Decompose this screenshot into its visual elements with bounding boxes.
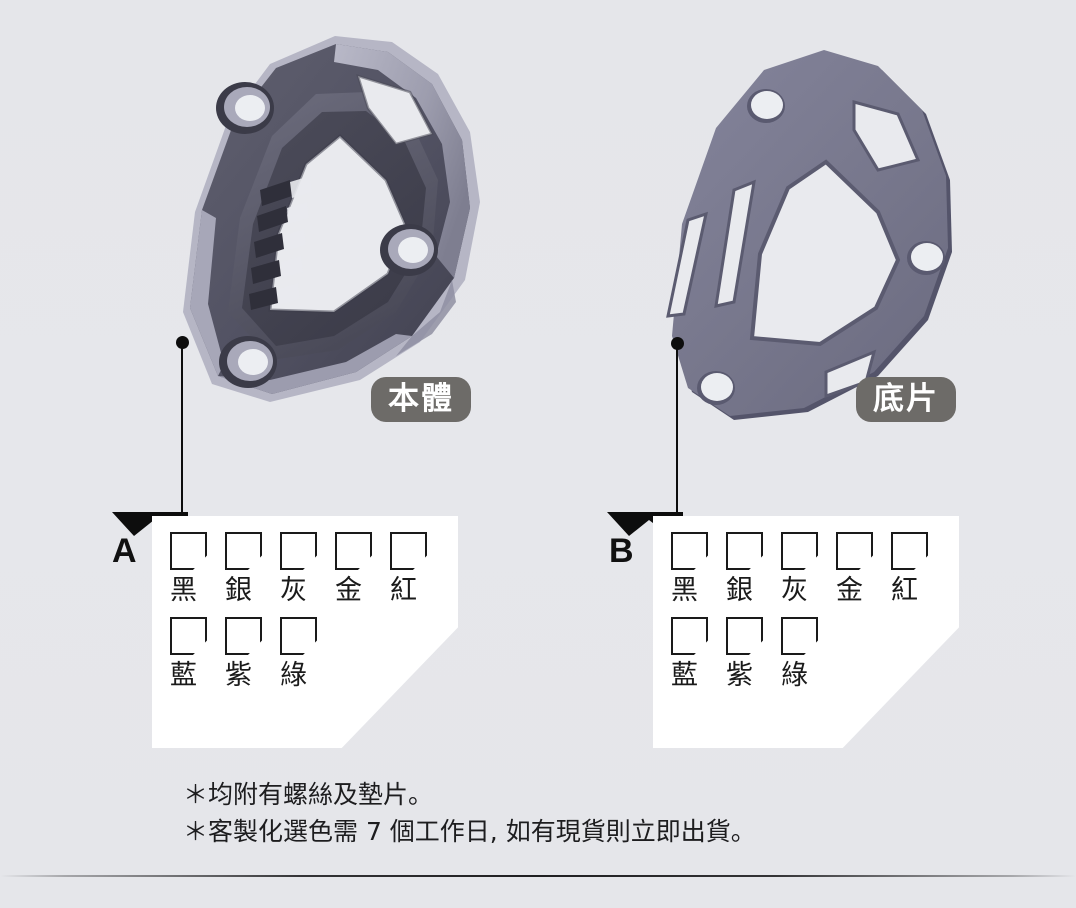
- color-label-red: 紅: [390, 575, 417, 606]
- color-label-red: 紅: [891, 575, 918, 606]
- color-label-purple: 紫: [726, 660, 753, 691]
- color-option-purple[interactable]: 紫: [225, 617, 266, 689]
- checkbox-green[interactable]: [781, 617, 818, 655]
- color-option-panel-b: 黑 銀 灰 金 紅 藍: [653, 516, 959, 748]
- color-label-gray: 灰: [280, 575, 307, 606]
- part-badge-main-body: 本體: [371, 377, 471, 422]
- bolt-hole-right: [380, 224, 438, 276]
- checkbox-gold[interactable]: [335, 532, 372, 570]
- checkbox-green[interactable]: [280, 617, 317, 655]
- checkbox-purple[interactable]: [726, 617, 763, 655]
- checkbox-gold[interactable]: [836, 532, 873, 570]
- color-label-purple: 紫: [225, 660, 252, 691]
- color-label-silver: 銀: [726, 575, 753, 606]
- plate-hole-top: [747, 89, 785, 123]
- color-option-row-2: 藍 紫 綠: [671, 617, 959, 689]
- color-option-green[interactable]: 綠: [781, 617, 822, 689]
- group-letter-a: A: [112, 532, 137, 570]
- color-option-row-2: 藍 紫 綠: [170, 617, 458, 689]
- product-image-base-plate: [630, 40, 990, 440]
- color-label-blue: 藍: [170, 660, 197, 691]
- bolt-hole-top-left: [216, 82, 274, 134]
- color-option-black[interactable]: 黑: [170, 532, 211, 604]
- color-option-red[interactable]: 紅: [390, 532, 431, 604]
- color-label-gold: 金: [836, 575, 863, 606]
- color-label-black: 黑: [170, 575, 197, 606]
- color-label-black: 黑: [671, 575, 698, 606]
- callout-line-b: [676, 343, 678, 518]
- checkbox-black[interactable]: [671, 532, 708, 570]
- color-option-red[interactable]: 紅: [891, 532, 932, 604]
- footnote-block: ＊均附有螺絲及墊片。 ＊客製化選色需 7 個工作日, 如有現貨則立即出貨。: [183, 776, 983, 850]
- bolt-hole-bottom-left: [219, 336, 277, 388]
- checkbox-purple[interactable]: [225, 617, 262, 655]
- color-option-panel-a: 黑 銀 灰 金 紅 藍: [152, 516, 458, 748]
- color-label-green: 綠: [280, 660, 307, 691]
- part-badge-base-plate: 底片: [856, 377, 956, 422]
- color-option-row-1: 黑 銀 灰 金 紅: [170, 532, 458, 604]
- color-option-gold[interactable]: 金: [836, 532, 877, 604]
- color-option-blue[interactable]: 藍: [671, 617, 712, 689]
- color-option-gray[interactable]: 灰: [781, 532, 822, 604]
- color-option-row-1: 黑 銀 灰 金 紅: [671, 532, 959, 604]
- color-option-gray[interactable]: 灰: [280, 532, 321, 604]
- footnote-screws-included: ＊均附有螺絲及墊片。: [183, 780, 434, 809]
- footnote-custom-color-leadtime: ＊客製化選色需 7 個工作日, 如有現貨則立即出貨。: [183, 817, 756, 846]
- callout-line-a: [181, 342, 183, 518]
- checkbox-red[interactable]: [891, 532, 928, 570]
- checkbox-black[interactable]: [170, 532, 207, 570]
- checkbox-blue[interactable]: [170, 617, 207, 655]
- color-option-silver[interactable]: 銀: [225, 532, 266, 604]
- color-option-black[interactable]: 黑: [671, 532, 712, 604]
- checkbox-red[interactable]: [390, 532, 427, 570]
- color-option-purple[interactable]: 紫: [726, 617, 767, 689]
- checkbox-silver[interactable]: [225, 532, 262, 570]
- checkbox-gray[interactable]: [280, 532, 317, 570]
- plate-hole-right: [907, 241, 945, 275]
- color-option-gold[interactable]: 金: [335, 532, 376, 604]
- color-label-green: 綠: [781, 660, 808, 691]
- checkbox-silver[interactable]: [726, 532, 763, 570]
- group-letter-b: B: [609, 532, 634, 570]
- color-label-silver: 銀: [225, 575, 252, 606]
- color-label-gray: 灰: [781, 575, 808, 606]
- section-divider: [0, 875, 1076, 877]
- checkbox-blue[interactable]: [671, 617, 708, 655]
- color-label-blue: 藍: [671, 660, 698, 691]
- plate-hole-bottom: [697, 371, 735, 405]
- color-label-gold: 金: [335, 575, 362, 606]
- color-option-silver[interactable]: 銀: [726, 532, 767, 604]
- product-image-main-body: [120, 12, 500, 422]
- color-option-green[interactable]: 綠: [280, 617, 321, 689]
- color-option-blue[interactable]: 藍: [170, 617, 211, 689]
- checkbox-gray[interactable]: [781, 532, 818, 570]
